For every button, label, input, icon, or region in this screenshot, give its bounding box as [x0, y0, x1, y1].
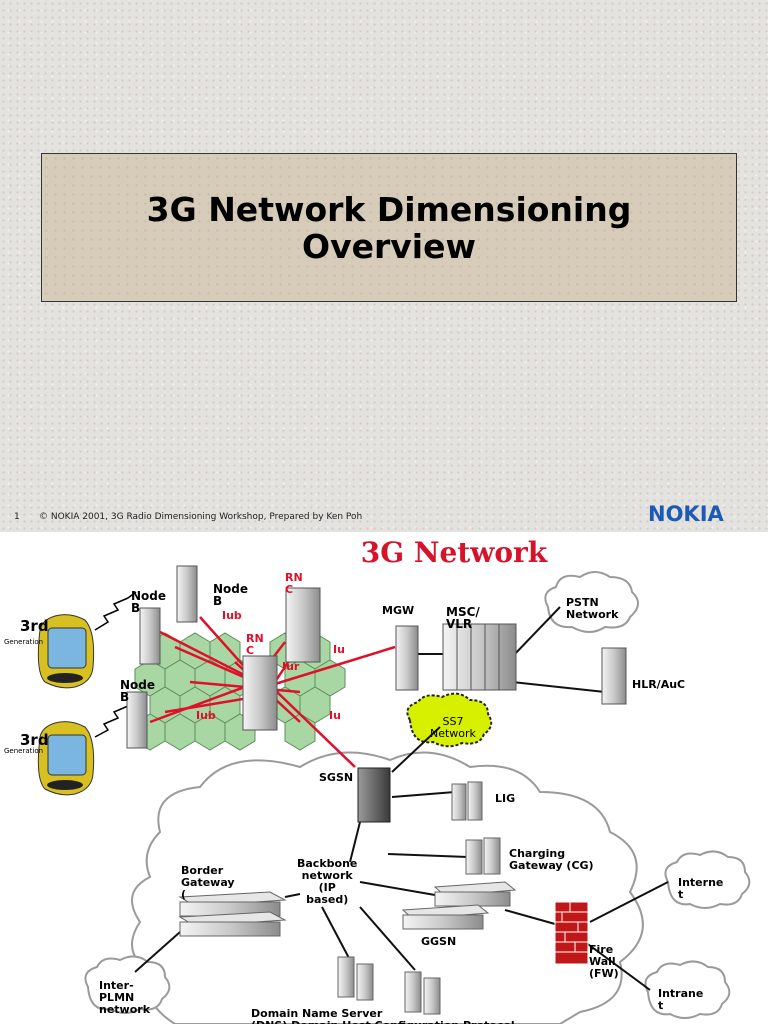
- label-ggsn: GGSN: [421, 935, 457, 948]
- label-iu-2: Iu: [329, 709, 341, 722]
- phone-bottom-small: Generation: [4, 747, 44, 755]
- label-rnc-top: RN C: [285, 571, 303, 596]
- label-dns: Domain Name Server (DNS) Domain Host Con…: [251, 1007, 515, 1024]
- label-mgw: MGW: [382, 604, 415, 617]
- ss7-cloud: [406, 692, 493, 748]
- label-node-b-2: Node B: [213, 582, 249, 608]
- diagram-title: 3G Network: [360, 536, 548, 569]
- label-firewall: Fire Wall (FW): [589, 943, 619, 980]
- firewall-icon: [554, 901, 589, 965]
- page-number: 1: [14, 512, 20, 522]
- small-servers: [337, 781, 501, 1015]
- label-lig: LIG: [495, 792, 516, 805]
- mobile-phone-icon: [37, 614, 95, 689]
- gateway-routers: [178, 881, 517, 937]
- label-rnc-mid: RN C: [246, 632, 264, 657]
- intranet-cloud: [644, 960, 731, 1019]
- label-sgsn: SGSN: [319, 771, 354, 784]
- label-iub-1: Iub: [222, 609, 242, 622]
- label-hlr: HLR/AuC: [632, 678, 686, 691]
- footer-copyright: © NOKIA 2001, 3G Radio Dimensioning Work…: [39, 512, 363, 522]
- nokia-logo: NOKIA: [648, 502, 724, 526]
- network-diagram-slide: 3G Network 3rd Generation 3rd Generation…: [0, 532, 768, 1024]
- slide-title-line2: Overview: [302, 226, 476, 266]
- phone-top-small: Generation: [4, 638, 44, 646]
- slide-title-line1: 3G Network Dimensioning: [146, 189, 632, 229]
- label-node-b-1: Node B: [131, 589, 167, 615]
- inter-plmn-cloud: [84, 955, 171, 1014]
- label-border-gateway: Border Gateway (: [181, 864, 235, 901]
- label-msc-vlr: MSC/ VLR: [446, 605, 480, 631]
- internet-cloud: [664, 850, 751, 909]
- label-inter-plmn: Inter- PLMN network: [99, 979, 151, 1016]
- phone-top-big: 3rd: [20, 617, 49, 635]
- title-box: 3G Network Dimensioning Overview: [41, 153, 737, 302]
- label-charging-gateway: Charging Gateway (CG): [509, 847, 594, 872]
- phone-bottom-big: 3rd: [20, 731, 49, 749]
- label-iur: Iur: [282, 660, 300, 673]
- label-pstn: PSTN Network: [566, 596, 619, 621]
- label-ss7: SS7 Network: [430, 715, 476, 740]
- label-iub-2: Iub: [196, 709, 216, 722]
- label-intranet: Intrane t: [658, 987, 704, 1012]
- rnc-servers: [242, 587, 321, 731]
- label-internet: Interne t: [678, 876, 724, 901]
- node-b-servers: [126, 565, 198, 749]
- mgw-msc-servers: [395, 623, 627, 705]
- label-node-b-3: Node B: [120, 678, 156, 704]
- sgsn-server: [357, 767, 391, 823]
- label-iu-1: Iu: [333, 643, 345, 656]
- backbone-cloud: [131, 751, 644, 1024]
- pstn-cloud: [544, 571, 639, 633]
- network-diagram: [37, 565, 751, 1024]
- core-links: [134, 606, 669, 991]
- mobile-phone-icon: [37, 721, 95, 796]
- title-slide: 3G Network Dimensioning Overview 1 © NOK…: [0, 0, 768, 532]
- label-backbone: Backbone network (IP based): [297, 857, 358, 906]
